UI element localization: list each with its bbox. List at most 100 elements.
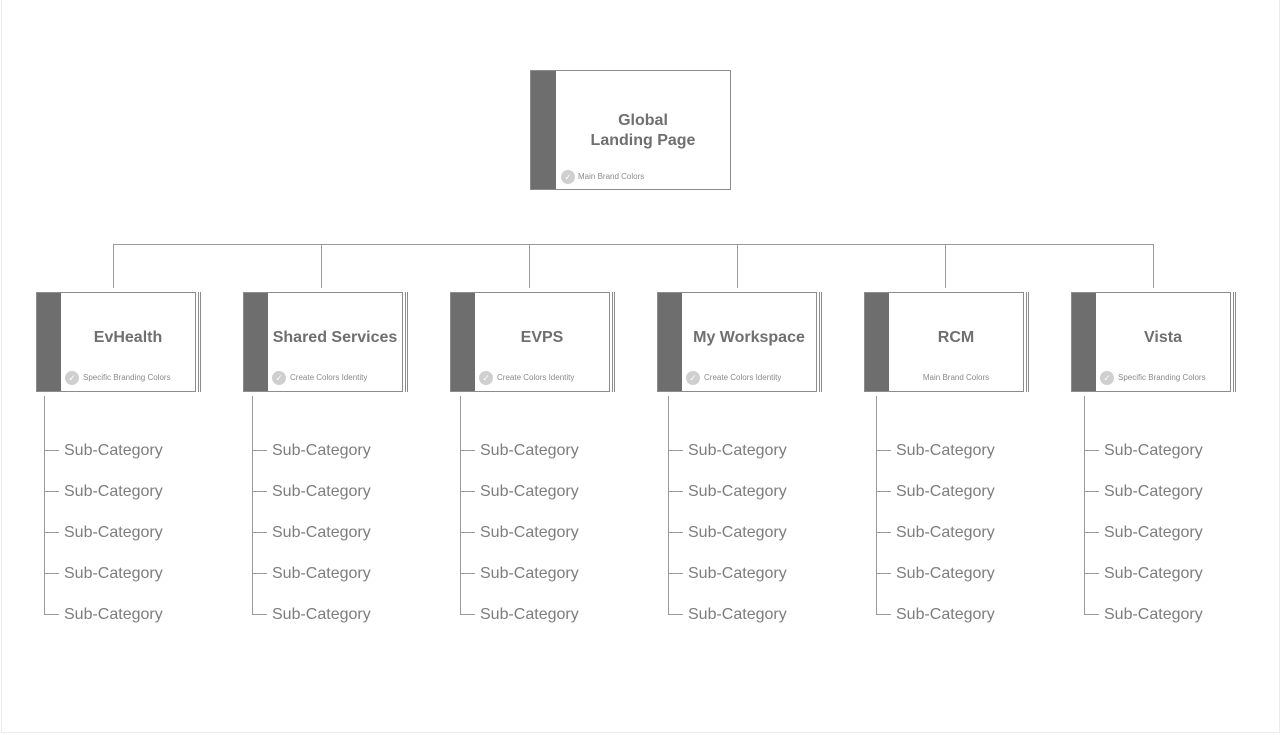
branch-tag-text: Create Colors Identity xyxy=(704,373,782,382)
subcategory-label: Sub-Category xyxy=(1104,606,1203,623)
subcategory-connector xyxy=(876,396,877,615)
check-circle-icon: ✓ xyxy=(479,371,493,385)
subcategory-label: Sub-Category xyxy=(480,483,579,500)
subcategory-tick xyxy=(1084,450,1099,451)
subcategory-label: Sub-Category xyxy=(1104,524,1203,541)
branch-tag-text: Create Colors Identity xyxy=(290,373,368,382)
branch-node-tag: ✓ Create Colors Identity xyxy=(479,371,605,385)
branch-node-evhealth[interactable]: EvHealth ✓Specific Branding Colors xyxy=(36,292,196,392)
subcategory-tick xyxy=(460,614,475,615)
subcategory-label: Sub-Category xyxy=(896,565,995,582)
subcategory-tick xyxy=(252,614,267,615)
branch-node-title: EvHealth xyxy=(93,329,163,346)
subcategory-tick xyxy=(44,450,59,451)
subcategory-tick xyxy=(460,573,475,574)
branch-node-tag: ✓Specific Branding Colors xyxy=(65,371,191,385)
branch-node-title: Vista xyxy=(1144,329,1182,346)
subcategory-tick xyxy=(460,450,475,451)
subcategory-label: Sub-Category xyxy=(688,442,787,459)
root-title-line1: Global xyxy=(618,112,668,129)
subcategory-tick xyxy=(876,532,891,533)
connector-horizontal xyxy=(113,244,1154,245)
subcategory-label: Sub-Category xyxy=(480,565,579,582)
subcategory-tick xyxy=(44,532,59,533)
node-accent-stripe xyxy=(658,293,682,391)
subcategory-label: Sub-Category xyxy=(896,442,995,459)
branch-node-title: EVPS xyxy=(520,329,564,346)
branch-node-shared-services[interactable]: Shared Services✓Create Colors Identity xyxy=(243,292,403,392)
subcategory-label: Sub-Category xyxy=(480,442,579,459)
branch-node-tag: ✓Create Colors Identity xyxy=(272,371,398,385)
subcategory-label: Sub-Category xyxy=(272,524,371,541)
branch-node-vista[interactable]: Vista ✓ Specific Branding Colors xyxy=(1071,292,1231,392)
subcategory-connector xyxy=(460,396,461,615)
subcategory-tick xyxy=(252,491,267,492)
branch-node-tag: ✓Create Colors Identity xyxy=(686,371,812,385)
subcategory-tick xyxy=(252,450,267,451)
root-tag-text: Main Brand Colors xyxy=(578,172,645,181)
branch-node-my-workspace[interactable]: My Workspace✓Create Colors Identity xyxy=(657,292,817,392)
subcategory-tick xyxy=(668,614,683,615)
subcategory-label: Sub-Category xyxy=(688,483,787,500)
subcategory-tick xyxy=(876,450,891,451)
subcategory-tick xyxy=(876,614,891,615)
subcategory-tick xyxy=(876,573,891,574)
subcategory-label: Sub-Category xyxy=(896,524,995,541)
subcategory-label: Sub-Category xyxy=(480,524,579,541)
subcategory-label: Sub-Category xyxy=(272,442,371,459)
branch-tag-text: Main Brand Colors xyxy=(922,373,990,382)
subcategory-tick xyxy=(668,573,683,574)
subcategory-label: Sub-Category xyxy=(1104,442,1203,459)
subcategory-tick xyxy=(1084,573,1099,574)
node-accent-stripe xyxy=(244,293,268,391)
subcategory-label: Sub-Category xyxy=(272,483,371,500)
root-title-line2: Landing Page xyxy=(590,132,696,149)
connector-drop xyxy=(945,244,946,288)
subcategory-tick xyxy=(1084,614,1099,615)
subcategory-connector xyxy=(668,396,669,615)
node-accent-stripe xyxy=(37,293,61,391)
branch-node-evps[interactable]: EVPS ✓ Create Colors Identity xyxy=(450,292,610,392)
node-accent-stripe xyxy=(1072,293,1096,391)
subcategory-connector xyxy=(252,396,253,615)
subcategory-tick xyxy=(460,491,475,492)
branch-tag-text: Specific Branding Colors xyxy=(1118,373,1206,382)
subcategory-tick xyxy=(668,491,683,492)
subcategory-tick xyxy=(44,614,59,615)
connector-drop xyxy=(529,244,530,288)
subcategory-label: Sub-Category xyxy=(64,483,163,500)
root-node-tag: ✓ Main Brand Colors xyxy=(561,170,721,184)
subcategory-tick xyxy=(44,491,59,492)
subcategory-label: Sub-Category xyxy=(1104,565,1203,582)
check-circle-icon: ✓ xyxy=(1100,371,1114,385)
node-accent-stripe xyxy=(451,293,475,391)
branch-node-rcm[interactable]: RCM Main Brand Colors xyxy=(864,292,1024,392)
subcategory-tick xyxy=(668,450,683,451)
subcategory-tick xyxy=(460,532,475,533)
check-circle-icon: ✓ xyxy=(561,170,575,184)
branch-node-tag: ✓ Specific Branding Colors xyxy=(1100,371,1226,385)
check-circle-icon: ✓ xyxy=(65,371,79,385)
subcategory-label: Sub-Category xyxy=(896,483,995,500)
subcategory-tick xyxy=(252,532,267,533)
branch-tag-text: Create Colors Identity xyxy=(497,373,575,382)
node-accent-stripe xyxy=(865,293,889,391)
subcategory-tick xyxy=(876,491,891,492)
root-node-title: Global Landing Page xyxy=(556,111,730,151)
subcategory-label: Sub-Category xyxy=(688,565,787,582)
root-node-global-landing[interactable]: Global Landing Page ✓ Main Brand Colors xyxy=(530,70,731,190)
subcategory-tick xyxy=(1084,491,1099,492)
subcategory-label: Sub-Category xyxy=(1104,483,1203,500)
subcategory-connector xyxy=(44,396,45,615)
branch-node-title: RCM xyxy=(937,329,975,346)
connector-drop xyxy=(737,244,738,288)
subcategory-label: Sub-Category xyxy=(64,565,163,582)
subcategory-label: Sub-Category xyxy=(64,606,163,623)
subcategory-tick xyxy=(252,573,267,574)
connector-drop xyxy=(321,244,322,288)
branch-node-tag: Main Brand Colors xyxy=(893,371,1019,385)
